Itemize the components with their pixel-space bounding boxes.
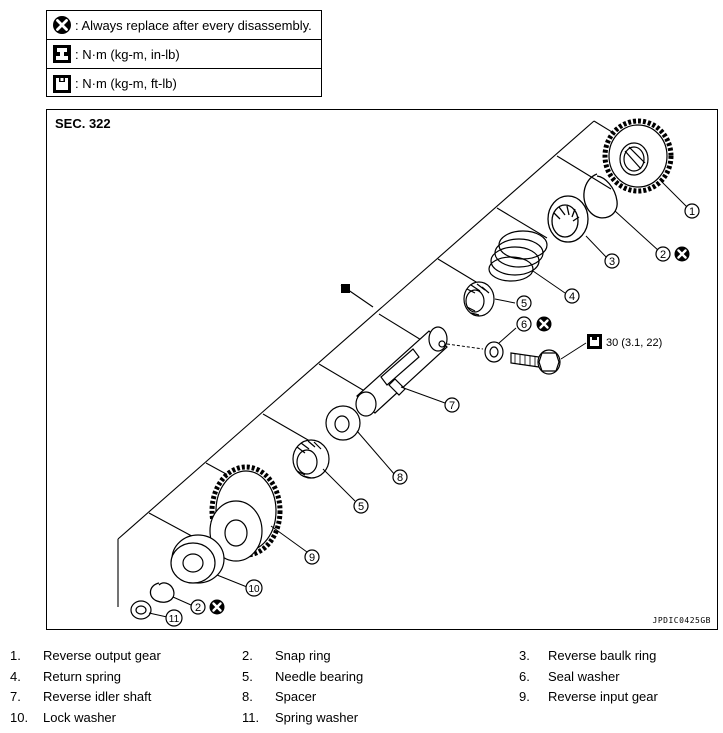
reference-square-mark xyxy=(341,284,350,293)
part-name: Seal washer xyxy=(548,669,620,684)
callout-5-upper: 5 xyxy=(516,295,532,311)
needle-bearing-lower xyxy=(292,439,330,479)
assembly-outline xyxy=(117,120,644,607)
legend-replace-text: : Always replace after every disassembly… xyxy=(75,17,312,33)
legend-row-torque-inlb: : N·m (kg-m, in-lb) xyxy=(47,40,321,69)
part-number: 10. xyxy=(10,710,29,725)
section-label: SEC. 322 xyxy=(55,116,111,131)
lock-washer xyxy=(170,534,225,584)
part-number: 3. xyxy=(519,648,530,663)
part-number: 9. xyxy=(519,689,530,704)
part-number: 8. xyxy=(242,689,253,704)
part-number: 2. xyxy=(242,648,253,663)
svg-text:9: 9 xyxy=(309,552,315,564)
callout-1: 1 xyxy=(684,203,700,219)
callout-8: 8 xyxy=(392,469,408,485)
exploded-diagram: 1 2 3 4 5 6 7 8 xyxy=(117,118,700,627)
reverse-idler-shaft xyxy=(355,326,448,417)
bolt xyxy=(510,349,561,375)
reverse-output-gear xyxy=(602,118,674,194)
torque-wrench-icon xyxy=(53,74,71,93)
part-number: 1. xyxy=(10,648,21,663)
svg-text:5: 5 xyxy=(358,501,364,513)
reverse-input-gear xyxy=(209,464,283,562)
torque-wrench-icon xyxy=(587,334,602,349)
svg-text:11: 11 xyxy=(169,614,180,625)
svg-text:10: 10 xyxy=(248,584,260,595)
part-number: 7. xyxy=(10,689,21,704)
legend-row-replace: : Always replace after every disassembly… xyxy=(47,11,321,40)
callout-11: 11 xyxy=(165,609,183,627)
parts-list: 1. Reverse output gear 2. Snap ring 3. R… xyxy=(0,644,723,733)
svg-text:4: 4 xyxy=(569,291,575,303)
svg-text:8: 8 xyxy=(397,472,403,484)
part-number: 6. xyxy=(519,669,530,684)
svg-text:5: 5 xyxy=(521,298,527,310)
svg-text:2: 2 xyxy=(660,249,666,261)
torque-wrench-icon xyxy=(53,45,71,63)
part-name: Snap ring xyxy=(275,648,331,663)
part-number: 5. xyxy=(242,669,253,684)
part-name: Spacer xyxy=(275,689,317,704)
callout-9: 9 xyxy=(304,549,320,565)
torque-spec: 30 (3.1, 22) xyxy=(587,334,662,349)
snap-ring-lower xyxy=(149,582,175,603)
replace-x-icon xyxy=(53,16,71,34)
replace-x-icon xyxy=(673,245,691,263)
snap-ring-upper xyxy=(583,173,618,219)
part-name: Spring washer xyxy=(275,710,359,725)
callout-10: 10 xyxy=(245,579,263,597)
legend-torque-ftlb-text: : N·m (kg-m, ft-lb) xyxy=(75,76,177,91)
part-name: Return spring xyxy=(43,669,122,684)
torque-spec-text: 30 (3.1, 22) xyxy=(606,337,662,349)
part-number: 4. xyxy=(10,669,21,684)
legend-row-torque-ftlb: : N·m (kg-m, ft-lb) xyxy=(47,69,321,98)
callout-6: 6 xyxy=(516,316,532,332)
part-name: Reverse output gear xyxy=(43,648,161,663)
spacer xyxy=(325,405,361,441)
return-spring xyxy=(488,230,548,282)
exploded-view-frame: SEC. 322 JPDIC0425GB xyxy=(46,109,718,630)
reverse-baulk-ring xyxy=(547,195,589,243)
callout-2-upper: 2 xyxy=(655,246,671,262)
legend-box: : Always replace after every disassembly… xyxy=(46,10,322,97)
needle-bearing-upper xyxy=(463,281,495,317)
callout-5-lower: 5 xyxy=(353,498,369,514)
callout-3: 3 xyxy=(604,253,620,269)
callout-4: 4 xyxy=(564,288,580,304)
svg-text:1: 1 xyxy=(689,206,695,218)
callout-7: 7 xyxy=(444,397,460,413)
figure-code: JPDIC0425GB xyxy=(652,616,711,625)
spring-washer xyxy=(130,600,152,620)
part-name: Reverse baulk ring xyxy=(548,648,657,663)
svg-text:2: 2 xyxy=(195,602,201,614)
legend-torque-inlb-text: : N·m (kg-m, in-lb) xyxy=(75,46,180,62)
replace-x-icon xyxy=(535,315,553,333)
svg-text:6: 6 xyxy=(521,319,527,331)
part-name: Needle bearing xyxy=(275,669,364,684)
part-name: Lock washer xyxy=(43,710,116,725)
part-name: Reverse input gear xyxy=(548,689,658,704)
svg-text:7: 7 xyxy=(449,400,455,412)
part-number: 11. xyxy=(242,710,260,725)
part-name: Reverse idler shaft xyxy=(43,689,152,704)
replace-x-icon xyxy=(208,598,226,616)
seal-washer xyxy=(484,341,504,363)
callout-2-lower: 2 xyxy=(190,599,206,615)
svg-text:3: 3 xyxy=(609,256,615,268)
